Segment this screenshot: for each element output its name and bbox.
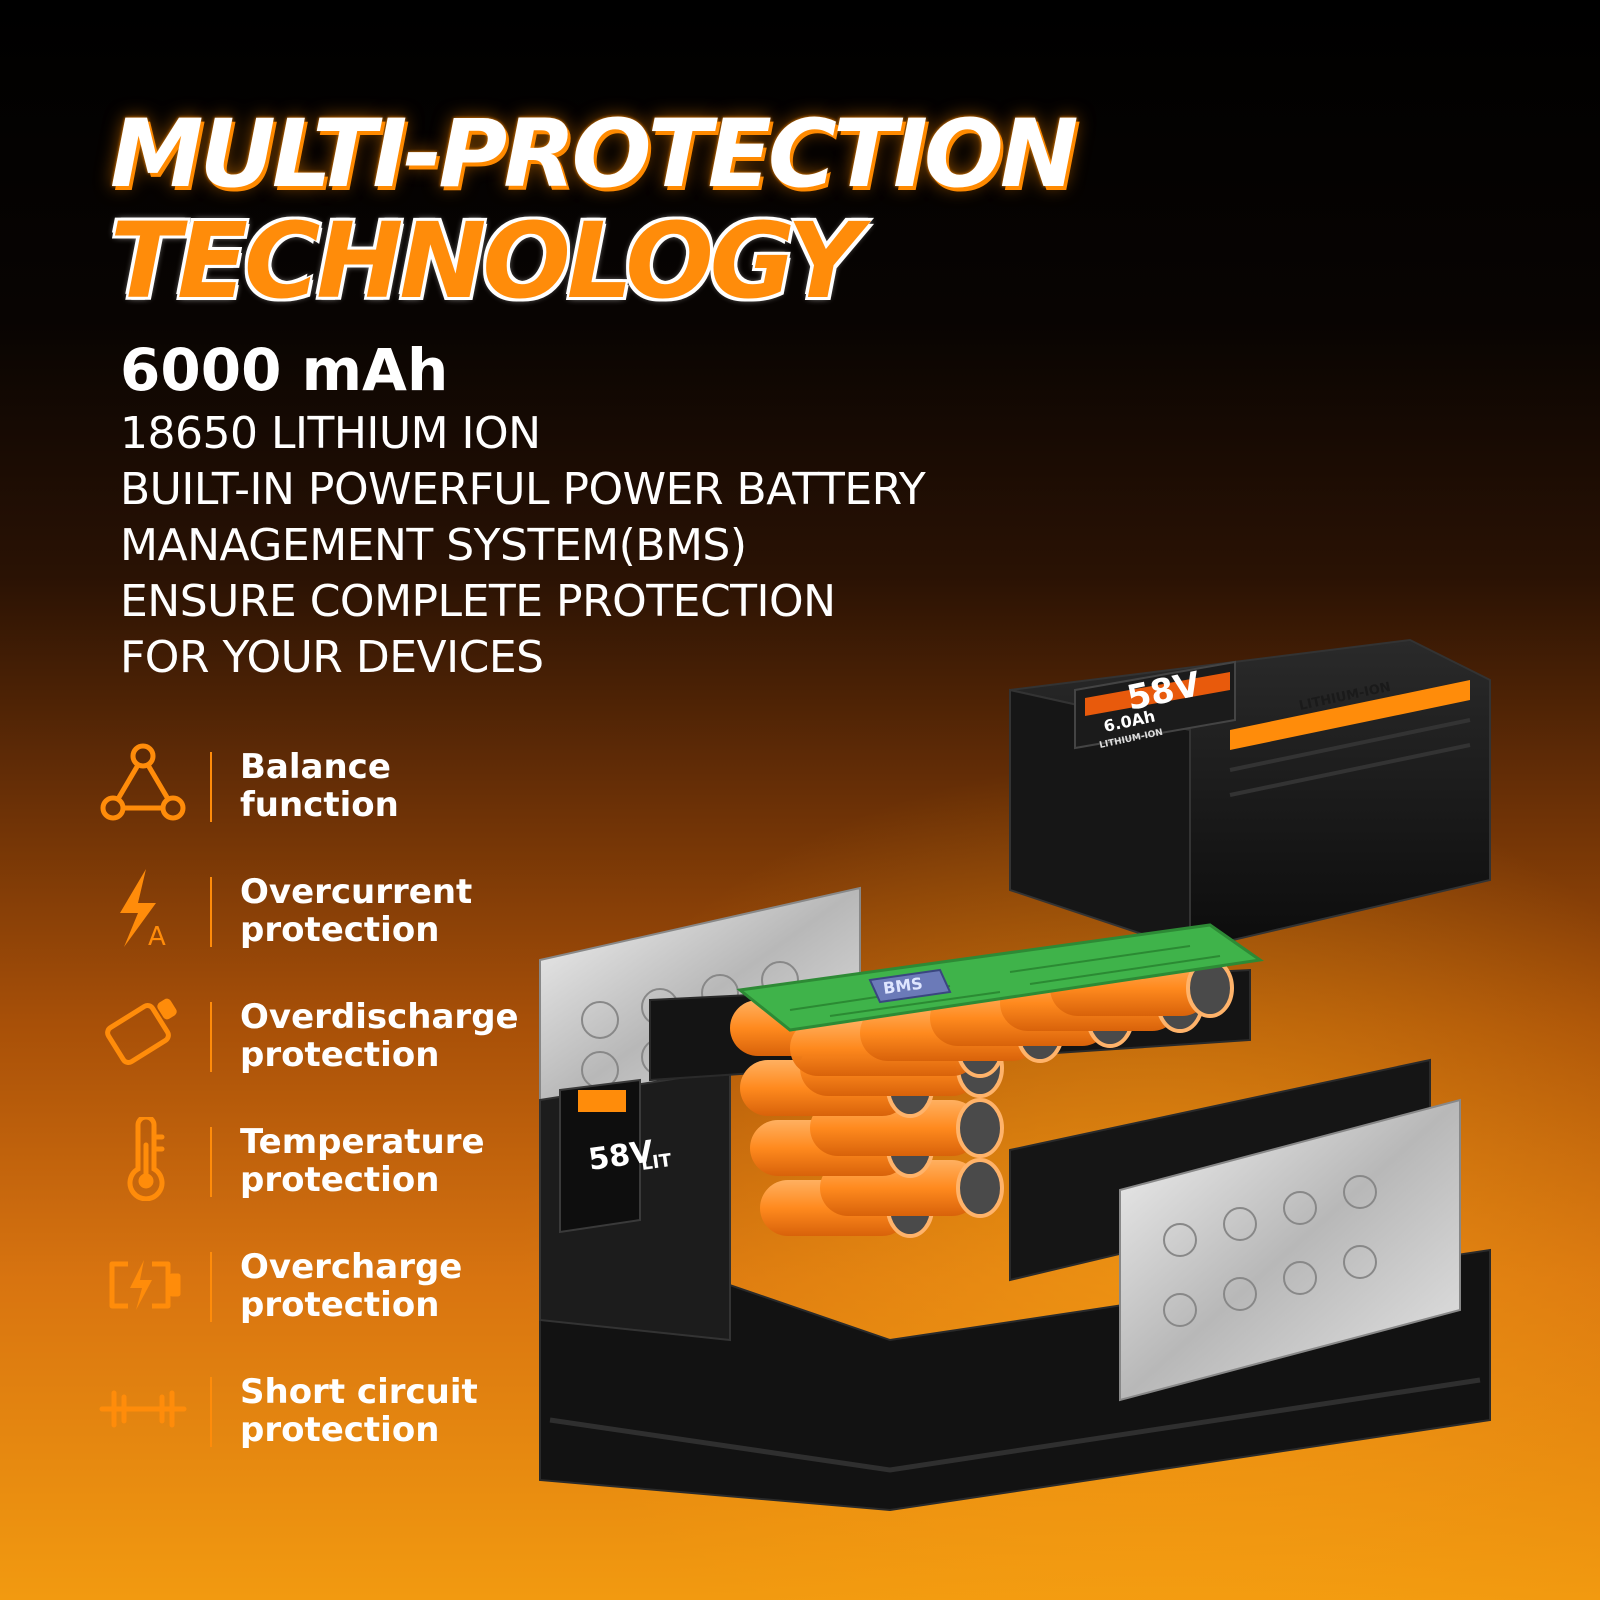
headline-line-1: MULTI-PROTECTION xyxy=(110,100,1078,209)
feature-divider xyxy=(210,752,212,822)
battery-housing: 58V LIT xyxy=(539,1068,1491,1512)
feature-label-line2: protection xyxy=(240,1410,440,1450)
feature-divider xyxy=(210,1377,212,1447)
feature-divider xyxy=(210,1002,212,1072)
feature-label-line2: function xyxy=(240,785,399,825)
feature-label-line1: Overdischarge xyxy=(240,997,519,1037)
feature-label-line2: protection xyxy=(240,1035,440,1075)
spec-line: 18650 LITHIUM ION xyxy=(120,408,541,459)
feature-divider xyxy=(210,1127,212,1197)
feature-label-line1: Balance xyxy=(240,747,391,787)
battery-exploded-view: 58V 6.0Ah LITHIUM-ION LITHIUM-ION 58V LI… xyxy=(530,620,1580,1540)
feature-label: Overcurrent protection xyxy=(240,873,472,949)
feature-item-overcurrent: A Overcurrent protection xyxy=(98,865,568,990)
battery-illustration: 58V 6.0Ah LITHIUM-ION LITHIUM-ION 58V LI… xyxy=(539,638,1491,1512)
feature-list: Balance function A Overcurrent protectio… xyxy=(98,740,568,1490)
feature-item-short-circuit: Short circuit protection xyxy=(98,1365,568,1490)
spec-line: ENSURE COMPLETE PROTECTION xyxy=(120,576,836,627)
feature-label: Overdischarge protection xyxy=(240,998,519,1074)
feature-label: Short circuit protection xyxy=(240,1373,478,1449)
feature-label: Overcharge protection xyxy=(240,1248,462,1324)
short-circuit-icon xyxy=(98,1367,188,1451)
balance-triangle-icon xyxy=(98,742,188,826)
feature-item-overcharge: Overcharge protection xyxy=(98,1240,568,1365)
feature-divider xyxy=(210,877,212,947)
svg-text:A: A xyxy=(148,922,166,951)
feature-label-line2: protection xyxy=(240,910,440,950)
charging-battery-icon xyxy=(98,1242,188,1326)
feature-divider xyxy=(210,1252,212,1322)
feature-label-line2: protection xyxy=(240,1160,440,1200)
spec-block: 6000 mAh 18650 LITHIUM ION BUILT-IN POWE… xyxy=(120,336,926,686)
battery-lid: 58V 6.0Ah LITHIUM-ION LITHIUM-ION xyxy=(1009,638,1491,952)
thermometer-icon xyxy=(98,1117,188,1201)
feature-item-overdischarge: Overdischarge protection xyxy=(98,990,568,1115)
headline-line-2: TECHNOLOGY xyxy=(110,200,862,322)
front-chem-label: LIT xyxy=(640,1150,674,1175)
feature-label: Temperature protection xyxy=(240,1123,485,1199)
spec-line: BUILT-IN POWERFUL POWER BATTERY xyxy=(120,464,926,515)
feature-label: Balance function xyxy=(240,748,399,824)
bms-circuit-board: BMS xyxy=(736,923,1264,1032)
spec-capacity: 6000 mAh xyxy=(120,336,449,404)
lightning-ampere-icon: A xyxy=(98,867,188,951)
feature-label-line1: Short circuit xyxy=(240,1372,478,1412)
spec-line: MANAGEMENT SYSTEM(BMS) xyxy=(120,520,747,571)
feature-item-temperature: Temperature protection xyxy=(98,1115,568,1240)
feature-label-line1: Overcurrent xyxy=(240,872,473,912)
feature-item-balance: Balance function xyxy=(98,740,568,865)
front-nickel-plate xyxy=(1119,1098,1461,1402)
spec-line: FOR YOUR DEVICES xyxy=(120,632,544,683)
feature-label-line1: Temperature xyxy=(240,1122,485,1162)
feature-label-line1: Overcharge xyxy=(240,1247,463,1287)
battery-icon xyxy=(98,992,188,1076)
feature-label-line2: protection xyxy=(240,1285,440,1325)
